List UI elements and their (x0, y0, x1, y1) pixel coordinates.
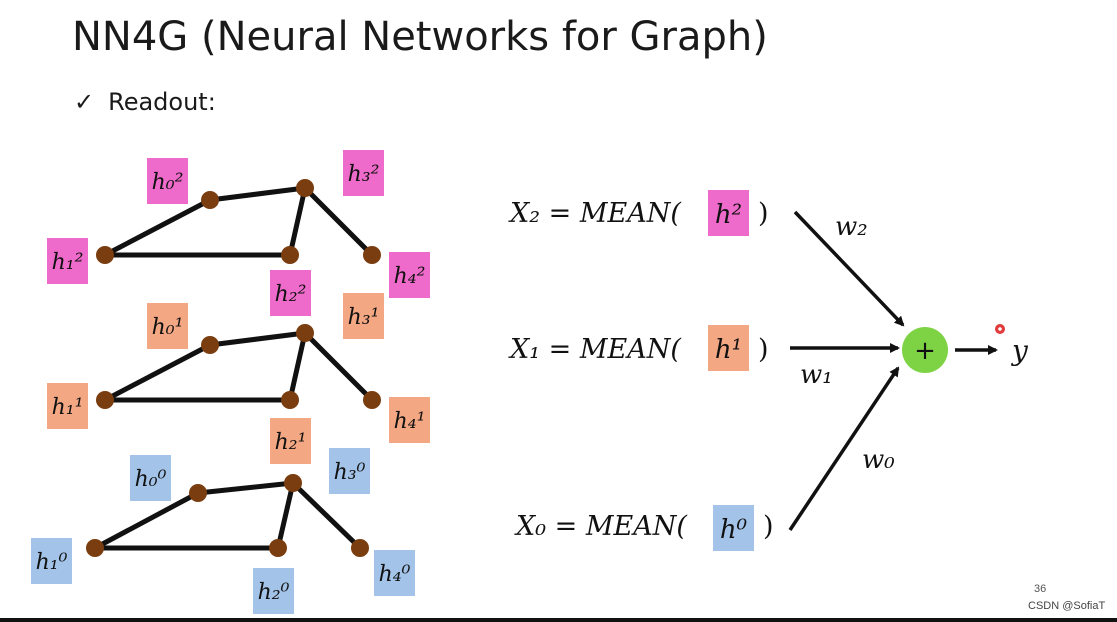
layer-0-label-box-0 (130, 455, 171, 501)
layer-2-node-0 (201, 191, 219, 209)
equation-2-rhs: ) (763, 511, 774, 542)
layer-2-label-box-0 (147, 158, 188, 204)
layer-2-node-1 (96, 246, 114, 264)
layer-0-node-3 (284, 474, 302, 492)
layer-0-edge-3 (290, 480, 363, 551)
layer-1-label-4: h₄¹ (394, 409, 426, 434)
checkmark-icon: ✓ (74, 88, 95, 116)
sum-symbol: + (914, 336, 936, 366)
weight-label-1: w₁ (800, 360, 833, 390)
layer-0-label-3: h₃⁰ (334, 460, 366, 485)
layer-1-label-2: h₂¹ (275, 430, 307, 455)
layer-2-label-box-3 (343, 150, 384, 196)
layer-1-label-box-3 (343, 293, 384, 339)
layer-1-node-1 (96, 391, 114, 409)
slide-title: NN4G (Neural Networks for Graph) (72, 14, 768, 60)
layer-0-edge-1 (195, 480, 296, 496)
weight-arrow-0 (793, 210, 905, 327)
layer-0-label-2: h₂⁰ (258, 580, 290, 605)
equation-1-lhs: X₁ = MEAN( (508, 334, 682, 365)
layer-0-label-1: h₁⁰ (36, 550, 68, 575)
equation-1-box-label: h¹ (715, 335, 742, 365)
layer-1-label-box-2 (270, 418, 311, 464)
layer-1-node-3 (296, 324, 314, 342)
cursor-dot-center (998, 327, 1002, 331)
layer-1-node-4 (363, 391, 381, 409)
weight-label-2: w₀ (862, 445, 895, 475)
equation-1-box (708, 325, 749, 371)
layer-0-node-4 (351, 539, 369, 557)
weight-arrow-2 (788, 366, 900, 531)
equation-0-lhs: X₂ = MEAN( (508, 198, 682, 229)
equation-0-rhs: ) (758, 198, 769, 229)
layer-1-node-2 (281, 391, 299, 409)
layer-0-label-box-4 (374, 550, 415, 596)
layer-0-edge-2 (275, 480, 296, 551)
equation-1-rhs: ) (758, 334, 769, 365)
layer-0-label-0: h₀⁰ (135, 467, 167, 492)
layer-1-edge-1 (207, 330, 308, 348)
layer-2-edge-1 (207, 185, 308, 203)
equation-2-box (713, 505, 754, 551)
layer-2-node-2 (281, 246, 299, 264)
layer-2-label-4: h₄² (394, 264, 426, 289)
layer-1-edge-2 (287, 330, 308, 403)
layer-0-label-box-2 (253, 568, 294, 614)
layer-2-label-3: h₃² (348, 162, 380, 187)
equation-0-box (708, 190, 749, 236)
layer-1-label-box-1 (47, 383, 88, 429)
layer-0-label-4: h₄⁰ (379, 562, 411, 587)
layer-1-edge-3 (302, 330, 375, 403)
layer-2-edge-0 (102, 197, 213, 258)
bullet-text: Readout: (108, 88, 216, 116)
layer-2-label-box-1 (47, 238, 88, 284)
page-number: 36 (1034, 583, 1047, 595)
layer-1-label-3: h₃¹ (348, 305, 380, 330)
layer-2-node-4 (363, 246, 381, 264)
layer-1-node-0 (201, 336, 219, 354)
layer-0-node-2 (269, 539, 287, 557)
equation-0-box-label: h² (715, 200, 742, 230)
layer-0-node-0 (189, 484, 207, 502)
equation-2-lhs: X₀ = MEAN( (514, 511, 688, 542)
layer-1-edge-0 (102, 342, 213, 403)
bottom-rule (0, 618, 1117, 622)
weight-label-0: w₂ (835, 212, 868, 242)
layer-2-label-2: h₂² (275, 282, 307, 307)
layer-2-label-0: h₀² (152, 170, 184, 195)
sum-node (902, 327, 948, 373)
equation-2-box-label: h⁰ (720, 515, 748, 545)
output-label: y (1010, 334, 1029, 367)
layer-0-edge-0 (92, 490, 201, 551)
layer-2-label-box-2 (270, 270, 311, 316)
layer-2-node-3 (296, 179, 314, 197)
layer-0-label-box-3 (329, 448, 370, 494)
layer-1-label-box-4 (389, 397, 430, 443)
layer-0-node-1 (86, 539, 104, 557)
layer-2-label-1: h₁² (52, 250, 84, 275)
watermark: CSDN @SofiaT (1028, 600, 1106, 612)
layer-2-edge-3 (302, 185, 375, 258)
layer-2-edge-2 (287, 185, 308, 258)
bullet-readout: ✓ Readout: (74, 88, 216, 116)
layer-0-label-box-1 (31, 538, 72, 584)
layer-1-label-0: h₀¹ (152, 315, 184, 340)
layer-2-label-box-4 (389, 252, 430, 298)
layer-1-label-box-0 (147, 303, 188, 349)
layer-1-label-1: h₁¹ (52, 395, 84, 420)
